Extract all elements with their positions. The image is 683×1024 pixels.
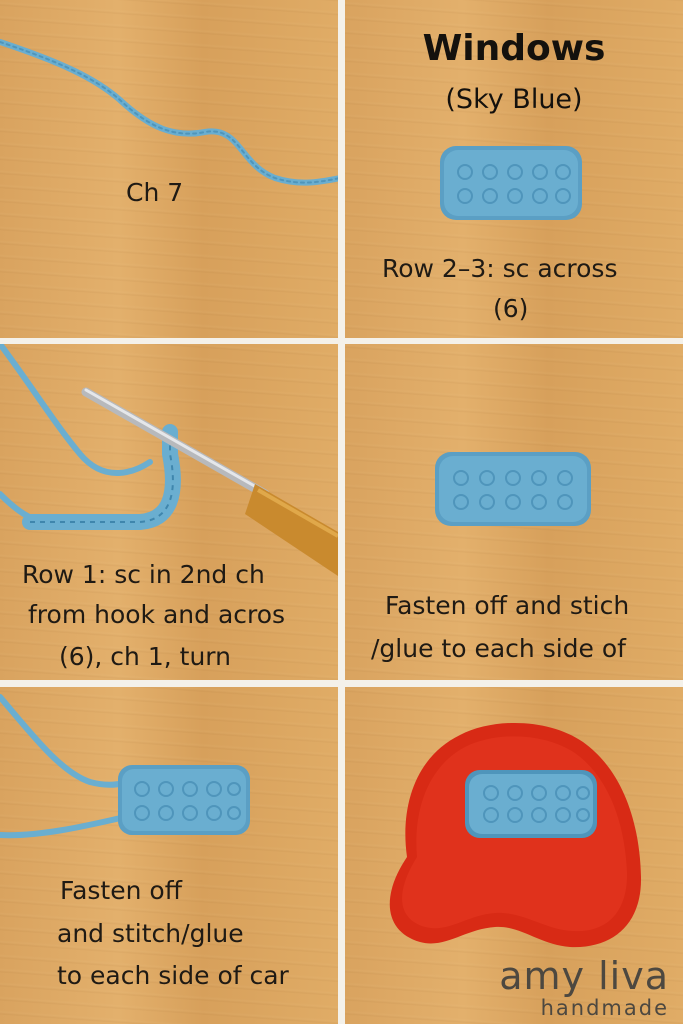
- step-text-line3: to each side of car: [57, 961, 289, 990]
- step-panel-finished-car: amy liva handmade: [345, 687, 683, 1024]
- step-text-line2: (6): [493, 294, 529, 323]
- step-text-line1: Row 1: sc in 2nd ch: [22, 560, 265, 589]
- crochet-hook-image: [0, 344, 338, 576]
- step-text-line2: and stitch/glue: [57, 919, 244, 948]
- brand-name: amy liva: [499, 954, 669, 998]
- yarn-strand-image: [0, 39, 338, 186]
- step-text-line1: Fasten off and stich: [385, 591, 630, 620]
- window-swatch-image: [440, 146, 582, 220]
- step-text-line2: from hook and acros: [28, 600, 286, 629]
- step-panel-chain: Ch 7: [0, 0, 338, 338]
- step-text-line3: (6), ch 1, turn: [59, 642, 231, 671]
- window-swatch-image: [435, 452, 591, 526]
- step-panel-attach: Fasten off and stitch/glue to each side …: [0, 687, 338, 1024]
- brand-logo: amy liva handmade: [499, 956, 669, 1020]
- step-text-line1: Fasten off: [60, 876, 182, 905]
- brand-subtitle: handmade: [540, 996, 669, 1020]
- section-title: Windows: [422, 28, 606, 69]
- window-swatch-with-tail-image: [0, 694, 250, 839]
- step-text-line2: /glue to each side of: [371, 634, 626, 663]
- step-panel-windows-title: Windows (Sky Blue) Row 2–3: sc across (6…: [345, 0, 683, 338]
- crochet-car-image: [389, 722, 642, 948]
- step-text: Ch 7: [126, 178, 184, 207]
- step-panel-row1: Row 1: sc in 2nd ch from hook and acros …: [0, 344, 338, 680]
- step-panel-fasten: Fasten off and stich /glue to each side …: [345, 344, 683, 680]
- step-text-line1: Row 2–3: sc across: [382, 254, 618, 283]
- section-subtitle: (Sky Blue): [445, 84, 583, 115]
